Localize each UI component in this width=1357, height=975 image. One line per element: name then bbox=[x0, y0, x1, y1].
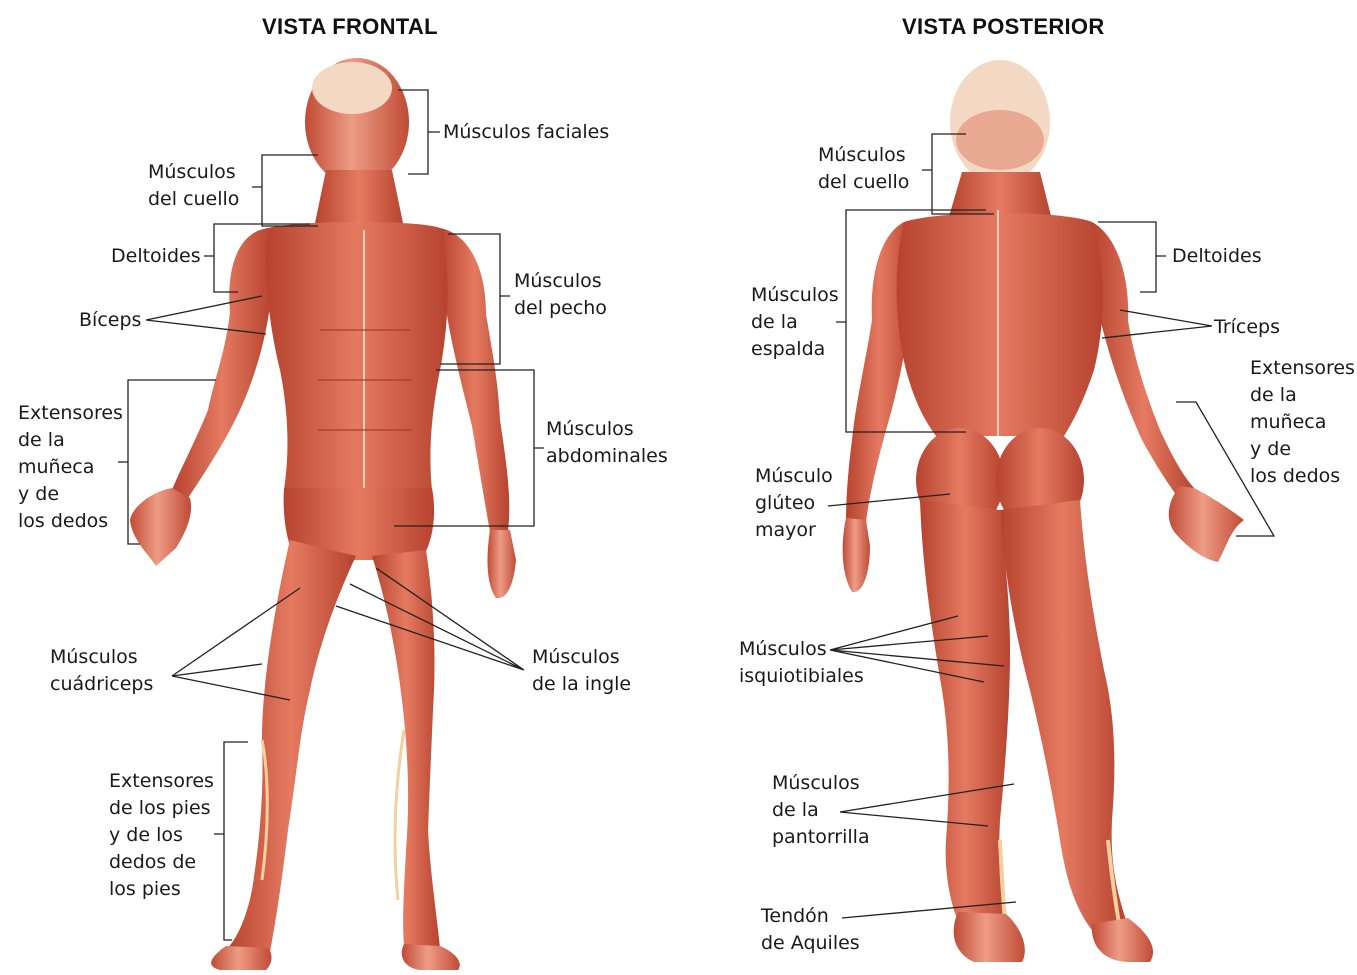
label-musculos-abdominales: Músculos abdominales bbox=[546, 416, 668, 470]
label-front-musculos-cuello: Músculos del cuello bbox=[148, 159, 239, 213]
front-foot-right bbox=[402, 944, 460, 970]
label-musculos-cuadriceps: Músculos cuádriceps bbox=[50, 644, 153, 698]
label-musculos-pecho: Músculos del pecho bbox=[514, 268, 607, 322]
front-hand-right bbox=[488, 530, 516, 598]
leader-front-cuello bbox=[252, 155, 318, 226]
label-biceps: Bíceps bbox=[79, 307, 141, 334]
label-front-deltoides: Deltoides bbox=[111, 243, 201, 270]
label-isquiotibiales: Músculos isquiotibiales bbox=[739, 636, 864, 690]
front-arm-right bbox=[440, 228, 509, 532]
front-leg-left bbox=[226, 540, 356, 952]
label-extensores-pies: Extensores de los pies y de los dedos de… bbox=[109, 768, 214, 903]
front-hand-left bbox=[130, 488, 191, 566]
label-musculos-ingle: Músculos de la ingle bbox=[532, 644, 631, 698]
label-musculos-faciales: Músculos faciales bbox=[443, 119, 609, 146]
leader-extensores-pies bbox=[214, 742, 248, 940]
label-musculos-espalda: Músculos de la espalda bbox=[751, 282, 839, 363]
label-front-extensores-muneca: Extensores de la muñeca y de los dedos bbox=[18, 400, 123, 535]
back-foot-right bbox=[1092, 918, 1153, 962]
back-hand-right bbox=[1169, 486, 1244, 562]
label-gluteo-mayor: Músculo glúteo mayor bbox=[755, 463, 833, 544]
label-pantorrilla: Músculos de la pantorrilla bbox=[772, 770, 870, 851]
back-neck bbox=[948, 172, 1052, 220]
label-back-musculos-cuello: Músculos del cuello bbox=[818, 142, 909, 196]
front-neck bbox=[314, 170, 404, 228]
label-back-extensores-muneca: Extensores de la muñeca y de los dedos bbox=[1250, 355, 1355, 490]
back-leg-right bbox=[1000, 500, 1126, 930]
back-torso bbox=[897, 213, 1103, 436]
front-torso bbox=[266, 222, 448, 490]
label-back-deltoides: Deltoides bbox=[1172, 243, 1262, 270]
label-tendon-aquiles: Tendón de Aquiles bbox=[761, 903, 860, 957]
front-leg-right bbox=[372, 550, 440, 948]
back-leg-left bbox=[920, 500, 1010, 920]
label-triceps: Tríceps bbox=[1214, 314, 1280, 341]
front-foot-left bbox=[211, 946, 271, 970]
front-skull-top bbox=[312, 62, 392, 114]
back-hand-left bbox=[843, 518, 870, 592]
back-foot-left bbox=[954, 912, 1025, 962]
